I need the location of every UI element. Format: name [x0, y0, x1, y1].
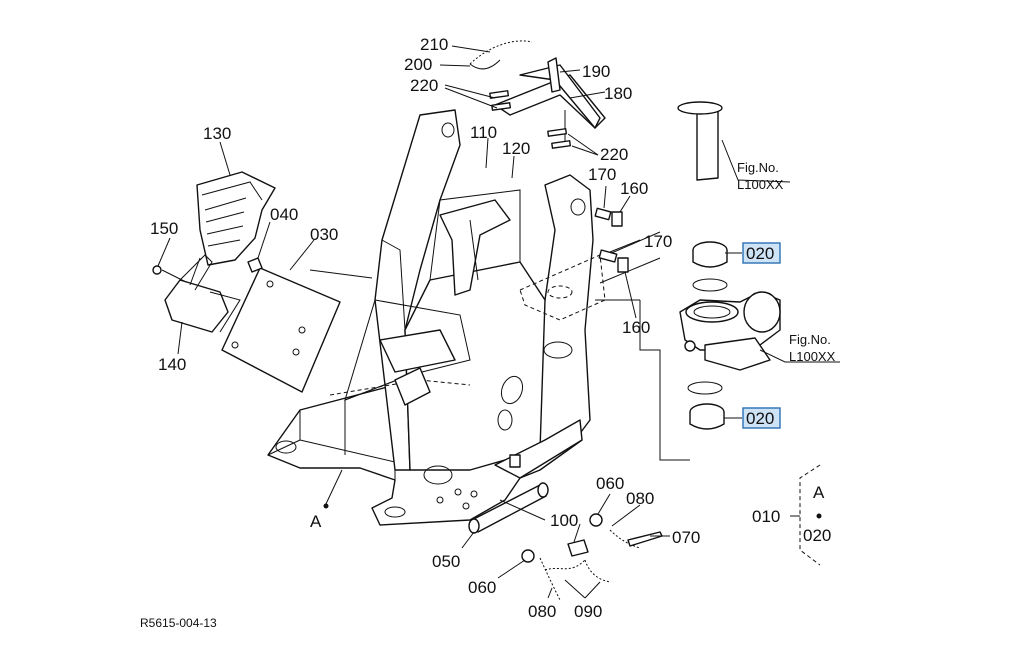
callout-170-mid: 170 [644, 232, 672, 251]
callout-070: 070 [672, 528, 700, 547]
fig-ref-1-code: L100XX [737, 177, 784, 192]
kit-label-020: 020 [803, 526, 831, 545]
callout-060-left: 060 [468, 578, 496, 597]
callout-090: 090 [574, 602, 602, 621]
cushion-assembly [152, 171, 276, 333]
callout-100: 100 [550, 511, 578, 530]
callout-170-top: 170 [588, 165, 616, 184]
pivot-assembly [594, 101, 781, 461]
callout-080-right: 080 [626, 489, 654, 508]
callout-050: 050 [432, 552, 460, 571]
callout-040: 040 [270, 205, 298, 224]
callout-190: 190 [582, 62, 610, 81]
callout-080-left: 080 [528, 602, 556, 621]
callout-120: 120 [502, 139, 530, 158]
top-brace-assembly [469, 40, 606, 149]
kit-label-a: A [813, 483, 825, 502]
callout-130: 130 [203, 124, 231, 143]
highlight-box-020-bottom[interactable] [742, 407, 781, 429]
highlighted-callouts: 020 020 [742, 242, 781, 429]
callout-a-main: A [310, 512, 322, 531]
highlight-box-020-top[interactable] [742, 242, 781, 264]
callout-020-top[interactable]: 020 [746, 244, 774, 263]
callout-030: 030 [310, 225, 338, 244]
leader-lines [157, 45, 840, 599]
fig-ref-2-title: Fig.No. [789, 332, 831, 347]
callout-180: 180 [604, 84, 632, 103]
side-plate [221, 257, 373, 393]
callout-140: 140 [158, 355, 186, 374]
callout-220-right: 220 [600, 145, 628, 164]
kit-bracket [790, 464, 821, 566]
main-frame [267, 109, 606, 526]
callout-060-right: 060 [596, 474, 624, 493]
callout-150: 150 [150, 219, 178, 238]
callout-020-bottom[interactable]: 020 [746, 409, 774, 428]
callout-010: 010 [752, 507, 780, 526]
figure-references: Fig.No. L100XX Fig.No. L100XX [737, 160, 836, 364]
callout-210: 210 [420, 35, 448, 54]
callout-160-top: 160 [620, 179, 648, 198]
callout-110: 110 [470, 123, 497, 142]
callout-200: 200 [404, 55, 432, 74]
fig-ref-1-title: Fig.No. [737, 160, 779, 175]
callout-160-mid: 160 [622, 318, 650, 337]
fig-ref-2-code: L100XX [789, 349, 836, 364]
callout-220-top: 220 [410, 76, 438, 95]
callout-labels: 210 200 190 220 180 220 130 110 120 170 … [150, 35, 831, 621]
drawing-id: R5615-004-13 [140, 616, 217, 630]
